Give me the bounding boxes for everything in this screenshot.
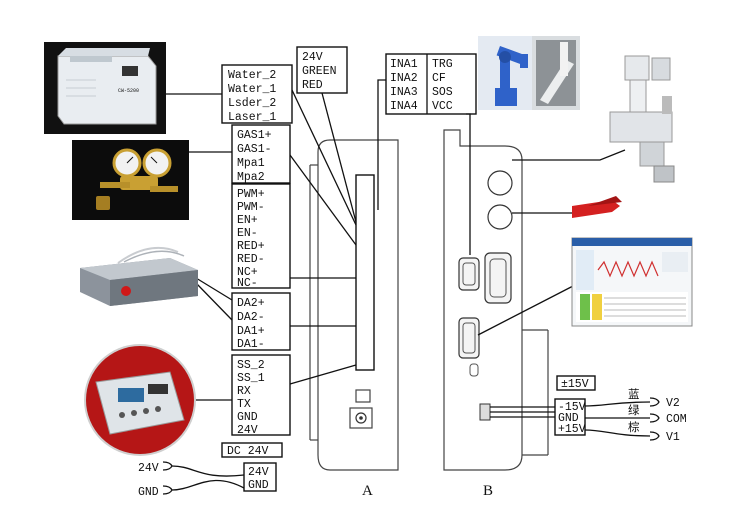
svg-text:CW-5200: CW-5200	[118, 88, 139, 94]
label-red-plus: RED+	[237, 240, 265, 253]
label-ss-2: SS_2	[237, 359, 265, 372]
label-cf: CF	[432, 72, 446, 85]
supply-plug	[479, 403, 491, 421]
label-da2-minus: DA2-	[237, 311, 265, 324]
fiber-laser-source	[80, 246, 198, 306]
port-circle-2	[487, 204, 513, 230]
label-blue: 蓝	[628, 388, 640, 402]
label-power-24v: 24V	[248, 466, 269, 479]
da-terminal-box: DA2+ DA2- DA1+ DA1-	[231, 292, 291, 351]
label-mpa2: Mpa2	[237, 171, 265, 184]
label-da1-plus: DA1+	[237, 325, 265, 338]
monitoring-software-screen	[571, 237, 693, 327]
alligator-clip	[572, 196, 622, 218]
label-power-gnd: GND	[248, 479, 269, 492]
label-supply-gnd: GND	[558, 412, 579, 425]
gas-pressure-regulator	[72, 140, 189, 220]
label-plus15v: +15V	[558, 423, 586, 436]
dc-24v-box: DC 24V	[221, 442, 283, 458]
label-gas1-plus: GAS1+	[237, 129, 272, 142]
label-lsder-2: Lsder_2	[228, 97, 276, 110]
label-ina2: INA2	[390, 72, 418, 85]
label-input-gnd: GND	[138, 486, 159, 499]
terminal-strip-a	[355, 174, 375, 371]
label-brown: 棕	[628, 420, 640, 435]
label-red-minus: RED-	[237, 253, 265, 266]
water-chiller: CW-5200	[44, 42, 166, 134]
pm15v-box: ±15V	[556, 375, 596, 391]
label-input-24v: 24V	[138, 462, 159, 475]
welding-gun-photo	[532, 36, 580, 110]
db9-connector-2	[458, 317, 480, 359]
ina-trg-terminal-box: INA1 INA2 INA3 INA4 TRG CF SOS VCC	[385, 53, 477, 115]
label-ina3: INA3	[390, 86, 418, 99]
label-trg: TRG	[432, 58, 453, 71]
label-laser-1: Laser_1	[228, 111, 276, 124]
serial-terminal-box: SS_2 SS_1 RX TX GND 24V	[231, 354, 291, 437]
label-v2: V2	[666, 397, 680, 410]
db9-connector-1	[458, 257, 480, 291]
label-mpa1: Mpa1	[237, 157, 265, 170]
label-da1-minus: DA1-	[237, 338, 265, 351]
label-sos: SOS	[432, 86, 453, 99]
label-pm15v: ±15V	[561, 378, 589, 391]
power-terminal-box: 24V GND	[243, 462, 277, 492]
label-com: COM	[666, 413, 687, 426]
label-ss-1: SS_1	[237, 372, 265, 385]
db15-connector	[484, 252, 512, 304]
label-dc-24v: DC 24V	[227, 445, 269, 458]
label-v1: V1	[666, 431, 680, 444]
connection-wires	[166, 79, 626, 401]
panel-a-label: A	[362, 483, 373, 499]
label-nc-plus: NC+	[237, 266, 258, 279]
label-water-2: Water_2	[228, 69, 276, 82]
label-nc-minus: NC-	[237, 277, 258, 290]
label-minus15v: -15V	[558, 401, 586, 414]
gas-terminal-box: GAS1+ GAS1- Mpa1 Mpa2	[231, 124, 291, 184]
label-vcc: VCC	[432, 100, 453, 113]
wire-feeder-controller	[84, 344, 196, 456]
controller-panel-b	[443, 129, 555, 471]
label-pwm-minus: PWM-	[237, 201, 265, 214]
label-en-minus: EN-	[237, 227, 258, 240]
label-en-plus: EN+	[237, 214, 258, 227]
dc-jack	[349, 407, 373, 429]
controller-panel-a	[309, 139, 399, 471]
label-tx: TX	[237, 398, 251, 411]
pwm-terminal-box: PWM+ PWM- EN+ EN- RED+ RED- NC+ NC-	[231, 183, 291, 290]
port-circle-1	[487, 170, 513, 196]
label-ina4: INA4	[390, 100, 418, 113]
label-24v: 24V	[302, 51, 323, 64]
label-rx: RX	[237, 385, 251, 398]
label-da2-plus: DA2+	[237, 297, 265, 310]
label-green-cn: 绿	[628, 403, 640, 418]
label-gnd: GND	[237, 411, 258, 424]
water-laser-terminal-box: Water_2 Water_1 Lsder_2 Laser_1	[221, 64, 293, 124]
panel-b-label: B	[483, 483, 493, 499]
welding-head	[609, 55, 675, 183]
industrial-robot-arm	[478, 36, 532, 110]
label-red: RED	[302, 79, 323, 92]
label-24v-ss: 24V	[237, 424, 258, 437]
signal-output-leads: 蓝 绿 棕 V2 COM V1	[584, 388, 687, 444]
label-green: GREEN	[302, 65, 337, 78]
label-water-1: Water_1	[228, 83, 276, 96]
supply-terminal-box: -15V GND +15V	[554, 398, 586, 436]
label-gas1-minus: GAS1-	[237, 143, 272, 156]
led-terminal-box: 24V GREEN RED	[296, 46, 348, 94]
power-input-leads: 24V GND	[138, 461, 245, 499]
label-ina1: INA1	[390, 58, 418, 71]
label-pwm-plus: PWM+	[237, 188, 265, 201]
